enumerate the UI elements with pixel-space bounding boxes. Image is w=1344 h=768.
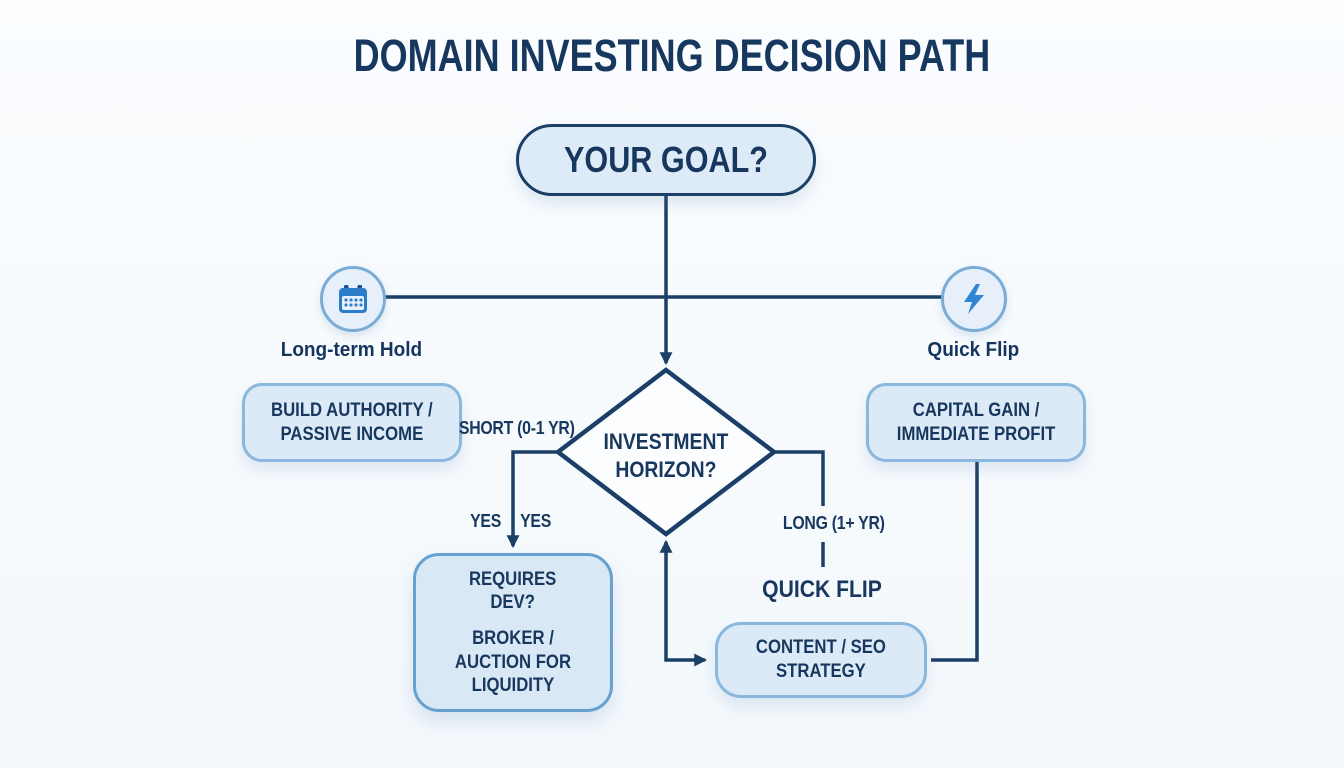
capital-gain-box: CAPITAL GAIN / IMMEDIATE PROFIT (866, 383, 1086, 462)
edge-label-yes-right: YES (520, 511, 552, 531)
build-authority-box: BUILD AUTHORITY / PASSIVE INCOME (242, 383, 462, 462)
page-title: DOMAIN INVESTING DECISION PATH (353, 30, 991, 81)
long-term-branch-label: Long-term Hold (280, 339, 422, 361)
goal-label: YOUR GOAL? (564, 139, 768, 180)
decision-label: INVESTMENT HORIZON? (603, 429, 729, 482)
content-seo-box: CONTENT / SEO STRATEGY (715, 622, 927, 698)
broker-auction-text: BROKER / AUCTION FOR LIQUIDITY (454, 628, 572, 696)
edge-label-long: LONG (1+ YR) (783, 513, 885, 533)
requires-dev-box: REQUIRES DEV? BROKER / AUCTION FOR LIQUI… (413, 553, 613, 712)
lightning-icon (957, 282, 991, 316)
edge-label-short: SHORT (0-1 YR) (459, 418, 575, 438)
goal-node: YOUR GOAL? (516, 124, 816, 196)
calendar-icon (335, 281, 371, 317)
quick-flip-branch-node (941, 266, 1007, 332)
edge-label-yes-left: YES (470, 511, 502, 531)
quick-flip-branch-label: Quick Flip (927, 339, 1019, 361)
requires-dev-text: REQUIRES DEV? (469, 569, 557, 614)
long-term-branch-node (320, 266, 386, 332)
quick-flip-heading: QUICK FLIP (762, 576, 882, 603)
decision-diamond (554, 367, 778, 537)
